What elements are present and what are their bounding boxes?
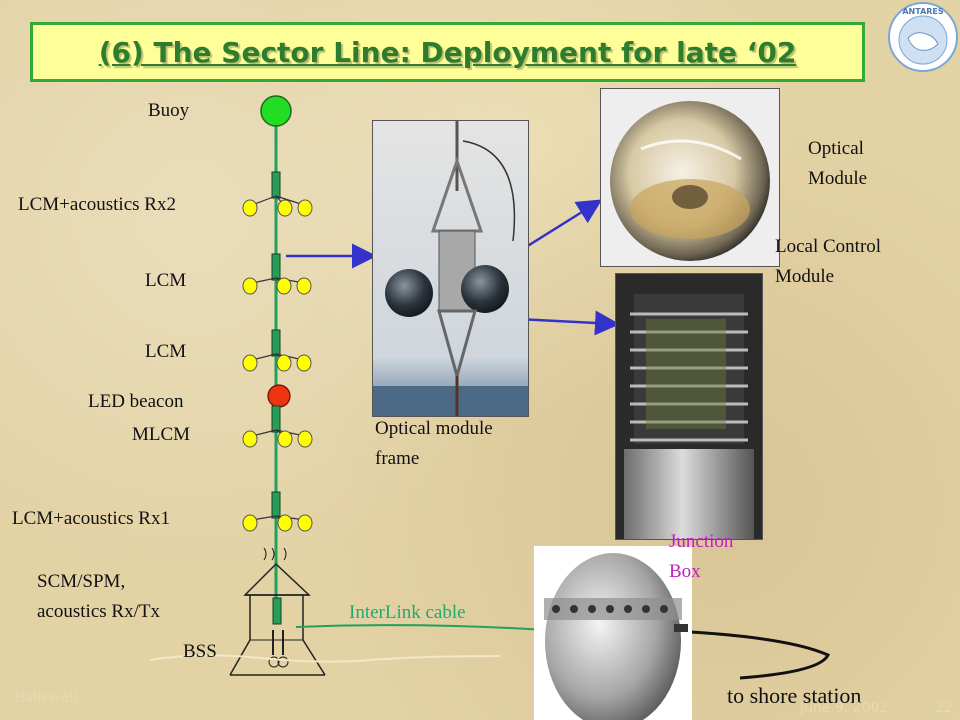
label-led-beacon: LED beacon	[88, 391, 184, 412]
label-to-shore-station: to shore station	[727, 683, 862, 708]
storey-lcm-rx2	[242, 171, 313, 217]
label-bss: BSS	[183, 641, 217, 662]
storey-lcm-rx1	[242, 491, 313, 532]
label-optical-module: Optical Module	[808, 138, 868, 189]
label-junction-box: Junction Box	[669, 531, 734, 582]
junction-box-photo	[534, 546, 692, 720]
footer-page-number: 22	[935, 700, 953, 716]
footer-author: Hallewell	[14, 690, 78, 706]
label-buoy: Buoy	[148, 100, 190, 121]
label-interlink-cable: InterLink cable	[349, 602, 466, 623]
label-lcm-acoustics-rx2: LCM+acoustics Rx2	[18, 194, 176, 215]
shore-cable-line	[689, 630, 831, 680]
led-beacon-sphere	[267, 384, 291, 408]
optical-module-frame-photo	[372, 120, 529, 417]
storey-lcm-1	[242, 253, 312, 295]
label-lcm-acoustics-rx1: LCM+acoustics Rx1	[12, 508, 170, 529]
label-lcm-1: LCM	[145, 270, 187, 291]
buoy-sphere	[260, 95, 292, 127]
logo-text: ANTARES	[902, 7, 944, 16]
interlink-cable-line	[295, 624, 546, 631]
title-banner: (6) The Sector Line: Deployment for late…	[30, 22, 865, 82]
seabed-line	[149, 654, 501, 663]
optical-module-photo	[600, 88, 780, 267]
label-mlcm: MLCM	[132, 424, 191, 445]
label-local-control-module: Local Control Module	[775, 236, 882, 287]
hydrophone-icon	[263, 547, 287, 561]
storey-lcm-2	[242, 329, 312, 372]
page-title: (6) The Sector Line: Deployment for late…	[98, 35, 797, 69]
storey-mlcm	[242, 405, 313, 448]
bss-frame	[229, 562, 326, 676]
label-optical-module-frame: Optical module frame	[375, 418, 493, 469]
label-lcm-2: LCM	[145, 341, 187, 362]
local-control-module-photo	[615, 273, 763, 540]
antares-globe-icon: ANTARES	[888, 2, 958, 72]
antares-logo: ANTARES	[886, 0, 960, 74]
footer-date: June 9, 2002	[800, 700, 889, 716]
label-scm-spm: SCM/SPM, acoustics Rx/Tx	[37, 571, 160, 622]
